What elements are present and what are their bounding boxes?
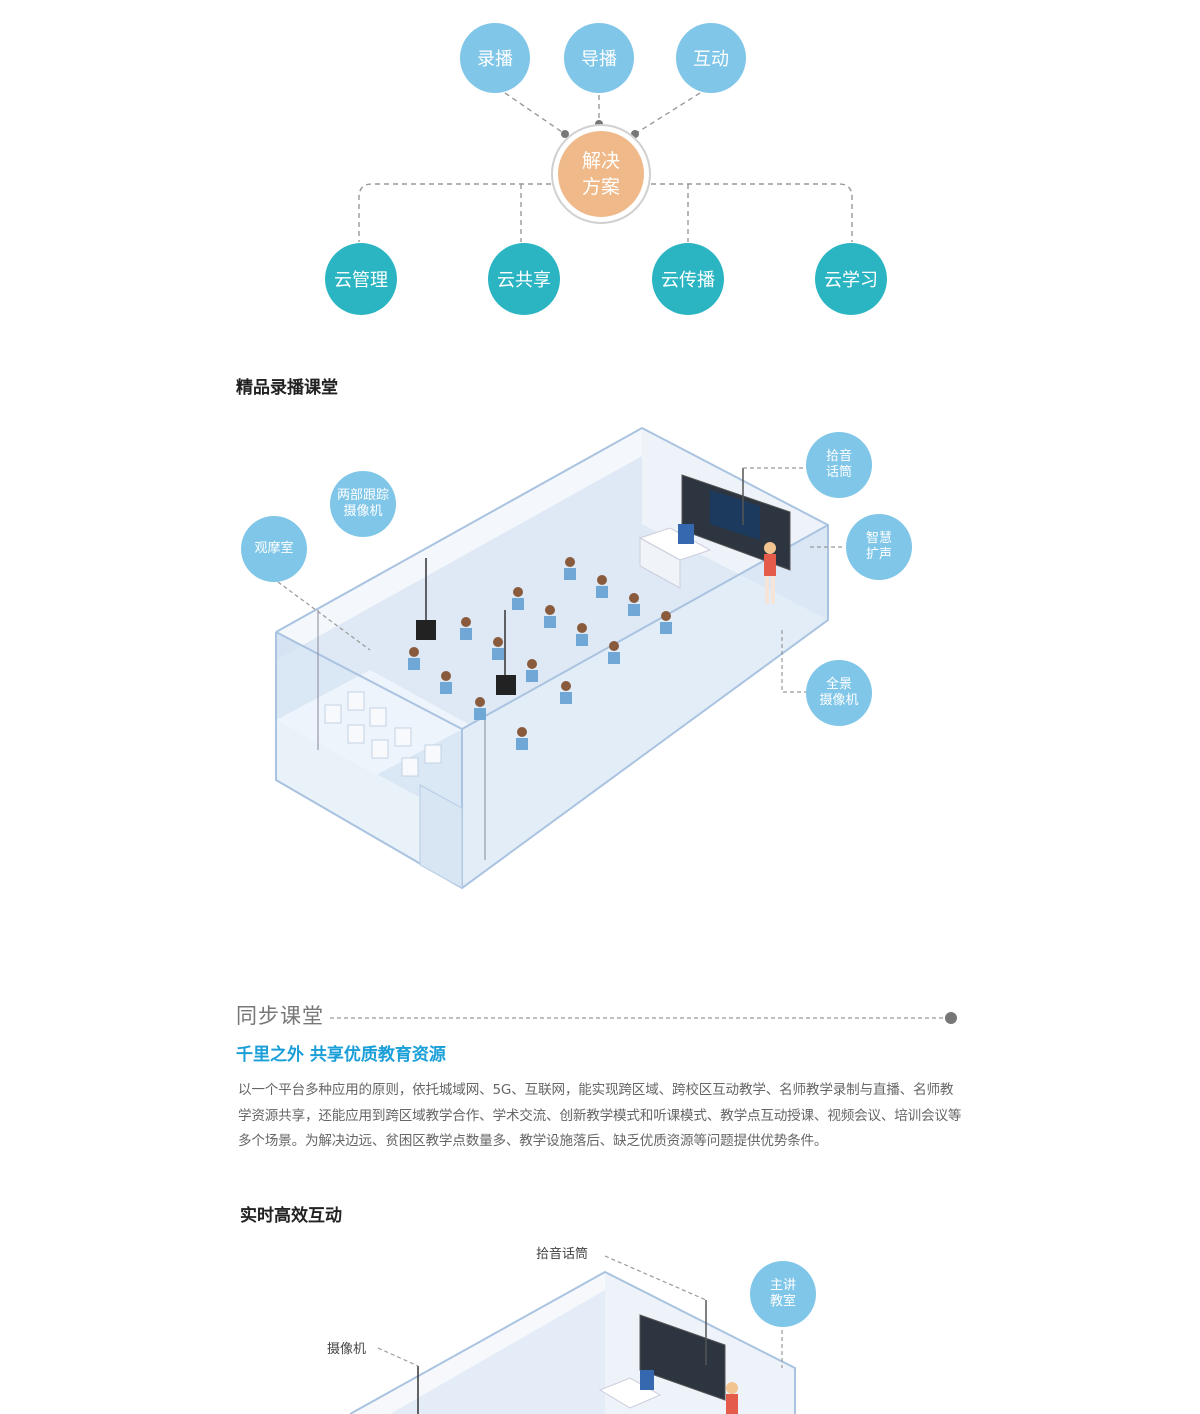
classroom1-title: 精品录播课堂 [236,378,338,398]
classroom2-title: 实时高效互动 [240,1206,342,1226]
sync-divider [330,1012,957,1024]
classroom1-illustration [275,426,842,890]
node-cloud-management: 云管理 [325,243,397,315]
sync-description: 以一个平台多种应用的原则，依托城域网、5G、互联网，能实现跨区域、跨校区互动教学… [238,1082,962,1149]
label-pickup-mic: 拾音 话筒 [806,432,872,498]
label-panoramic-camera: 全景 摄像机 [806,660,872,726]
label-pickup-mic-2: 拾音话筒 [536,1247,589,1262]
label-smart-speaker: 智慧 扩声 [846,514,912,580]
sync-subtitle: 千里之外 共享优质教育资源 [236,1045,446,1065]
sync-title: 同步课堂 [236,1004,324,1028]
classroom2-illustration [349,1255,796,1414]
label-camera-2: 摄像机 [327,1342,367,1357]
node-cloud-broadcast: 云传播 [652,243,724,315]
label-tracking-cameras: 两部跟踪 摄像机 [330,471,396,537]
node-cloud-learning: 云学习 [815,243,887,315]
label-observation-room: 观摩室 [241,516,307,582]
node-directing: 导播 [564,23,634,93]
diagram-connectors [358,92,853,242]
node-cloud-sharing: 云共享 [488,243,560,315]
label-main-classroom: 主讲 教室 [750,1261,816,1327]
node-solution: 解决 方案 [558,131,644,217]
node-interaction: 互动 [676,23,746,93]
node-recording: 录播 [460,23,530,93]
